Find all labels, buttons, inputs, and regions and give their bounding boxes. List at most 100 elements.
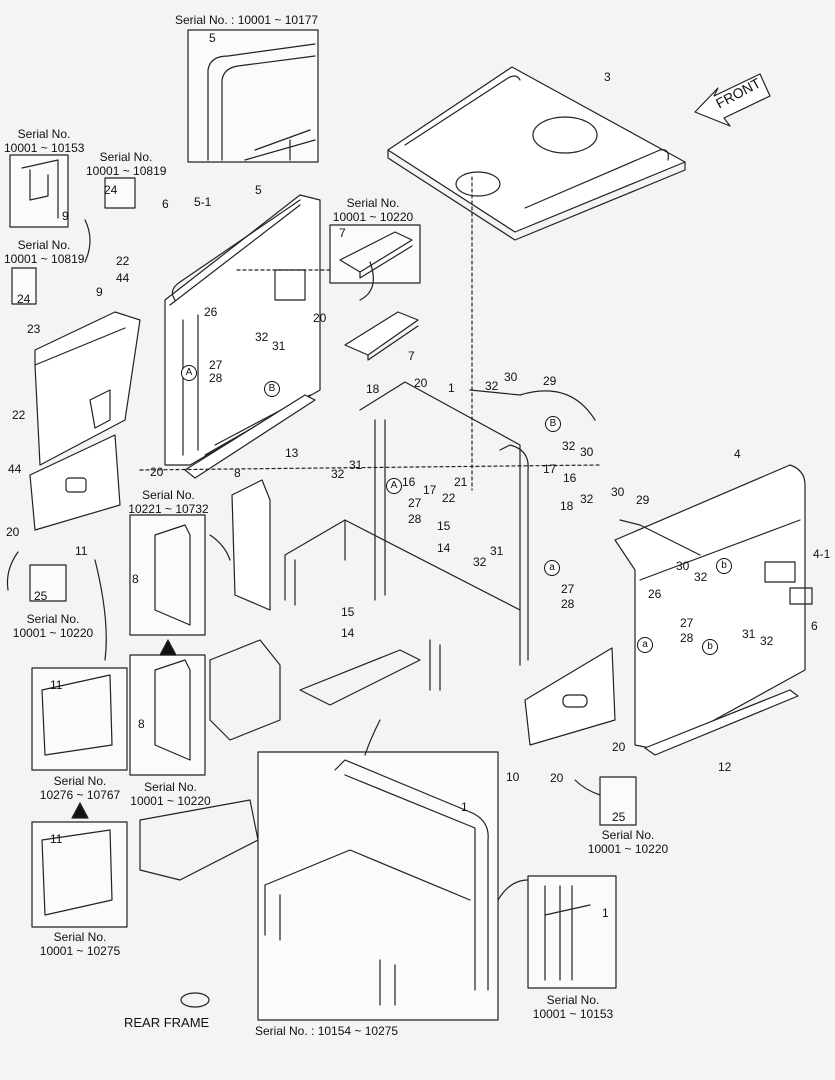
callout-30a: 30: [504, 370, 518, 384]
callout-32d: 32: [331, 467, 345, 481]
callout-12: 12: [718, 760, 732, 774]
callout-27b: 27: [408, 496, 422, 510]
top-cover: [387, 66, 686, 241]
callout-10: 10: [506, 770, 520, 784]
side-door-5: [164, 194, 321, 466]
serial-label-9: Serial No.10001 ~ 10153: [4, 127, 85, 155]
callout-24b: 24: [17, 292, 31, 306]
callout-32e: 32: [580, 492, 594, 506]
callout-14b: 14: [341, 626, 355, 640]
ref-marker-b2: b: [702, 639, 718, 655]
callout-1-small: 1: [602, 906, 609, 920]
callout-27a: 27: [209, 358, 223, 372]
callout-20a: 20: [313, 311, 327, 325]
callout-11-inset-b: 11: [50, 832, 63, 846]
callout-7: 7: [408, 349, 415, 363]
ref-marker-b: b: [716, 558, 732, 574]
callout-24a: 24: [104, 183, 118, 197]
callout-11-inset-a: 11: [50, 678, 63, 692]
ref-marker-a2: a: [637, 637, 653, 653]
serial-label-24a: Serial No.10001 ~ 10819: [86, 150, 167, 178]
callout-6: 6: [162, 197, 169, 211]
callout-26a: 26: [204, 305, 218, 319]
callout-31b: 31: [349, 458, 363, 472]
callout-28d: 28: [680, 631, 694, 645]
side-panel-4: [614, 464, 813, 751]
callout-30c: 30: [611, 485, 625, 499]
callout-22c: 22: [442, 491, 456, 505]
callout-27d: 27: [680, 616, 694, 630]
main-frame-1: [284, 381, 529, 691]
serial-label-8b: Serial No.10001 ~ 10220: [130, 780, 211, 808]
callout-14a: 14: [437, 541, 451, 555]
callout-8b: 8: [132, 572, 139, 586]
serial-label-8a: Serial No.10221 ~ 10732: [128, 488, 209, 516]
callout-9: 9: [96, 285, 103, 299]
callout-18a: 18: [366, 382, 380, 396]
callout-22a: 22: [116, 254, 130, 268]
callout-31c: 31: [490, 544, 504, 558]
callout-27c: 27: [561, 582, 575, 596]
callout-15a: 15: [437, 519, 451, 533]
callout-20e: 20: [612, 740, 626, 754]
callout-22b: 22: [12, 408, 26, 422]
ref-marker-B: B: [264, 381, 280, 397]
inset-frame-1: [257, 751, 499, 1021]
callout-17a: 17: [543, 462, 557, 476]
callout-20d: 20: [6, 525, 20, 539]
serial-label-24b: Serial No.10001 ~ 10819: [4, 238, 85, 266]
callout-8-inset-b: 8: [138, 717, 145, 731]
ref-marker-A2: A: [386, 478, 402, 494]
callout-11: 11: [75, 544, 88, 558]
rear-frame-label: REAR FRAME: [124, 1015, 210, 1030]
callout-30d: 30: [676, 559, 690, 573]
callout-8a: 8: [234, 466, 241, 480]
serial-label-25a: Serial No.10001 ~ 10220: [12, 612, 94, 640]
serial-label-11b: Serial No.10001 ~ 10275: [39, 930, 121, 958]
callout-5: 5: [255, 183, 262, 197]
callout-5-inset: 5: [209, 31, 216, 45]
callout-23: 23: [27, 322, 41, 336]
ref-marker-A: A: [181, 365, 197, 381]
callout-28c: 28: [561, 597, 575, 611]
serial-label-7: Serial No.10001 ~ 10220: [332, 196, 414, 224]
callout-28a: 28: [209, 371, 223, 385]
serial-label-1b: Serial No.10001 ~ 10153: [532, 993, 614, 1021]
callout-1: 1: [448, 381, 455, 395]
callout-5-1: 5-1: [194, 195, 212, 209]
ref-marker-B2: B: [545, 416, 561, 432]
callout-6b: 6: [811, 619, 818, 633]
callout-20b: 20: [414, 376, 428, 390]
callout-31a: 31: [272, 339, 286, 353]
callout-32g: 32: [694, 570, 708, 584]
front-arrow-icon: [694, 73, 771, 127]
callout-28b: 28: [408, 512, 422, 526]
callout-32b: 32: [485, 379, 499, 393]
callout-26b: 26: [648, 587, 662, 601]
callout-15b: 15: [341, 605, 355, 619]
callout-20c: 20: [150, 465, 164, 479]
callout-32h: 32: [760, 634, 774, 648]
callout-4-1: 4-1: [813, 547, 831, 561]
callout-30b: 30: [580, 445, 594, 459]
callout-29a: 29: [543, 374, 557, 388]
callout-44a: 44: [116, 271, 130, 285]
callout-20f: 20: [550, 771, 564, 785]
callout-31d: 31: [742, 627, 756, 641]
callout-13: 13: [285, 446, 299, 460]
callout-7-inset: 7: [339, 226, 346, 240]
callout-25a: 25: [34, 589, 48, 603]
ref-marker-a: a: [544, 560, 560, 576]
callout-16b: 16: [402, 475, 416, 489]
callout-44b: 44: [8, 462, 22, 476]
callout-16a: 16: [563, 471, 577, 485]
callout-3: 3: [604, 70, 611, 84]
callout-32f: 32: [473, 555, 487, 569]
callout-9-inset: 9: [62, 209, 69, 223]
serial-label-11a: Serial No.10276 ~ 10767: [39, 774, 121, 802]
serial-label-top: Serial No. : 10001 ~ 10177: [175, 13, 319, 27]
serial-label-25b: Serial No.10001 ~ 10220: [587, 828, 669, 856]
callout-32a: 32: [255, 330, 269, 344]
